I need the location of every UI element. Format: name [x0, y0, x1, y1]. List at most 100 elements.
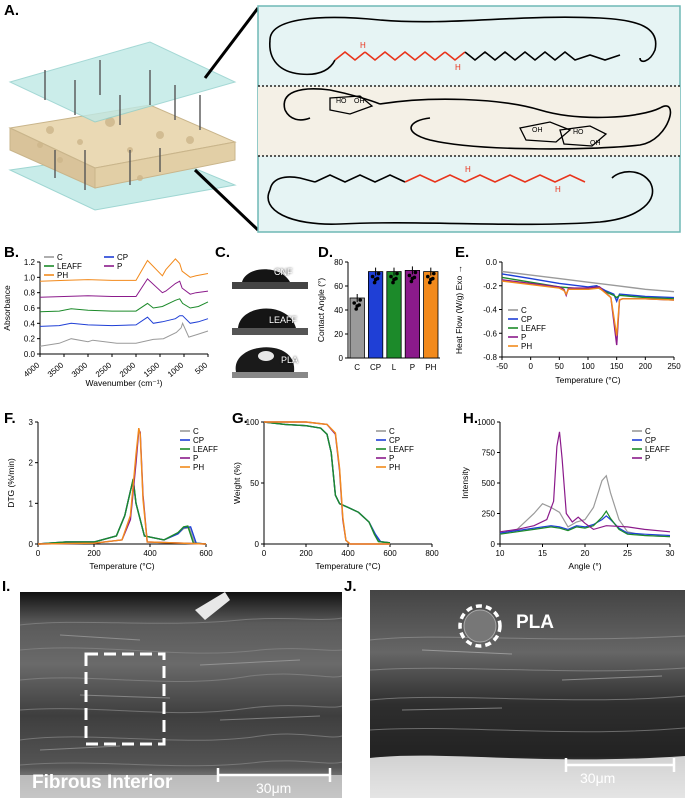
- y-axis-label: Weight (%): [232, 462, 242, 504]
- y-tick-label: 100: [246, 418, 260, 427]
- y-tick-label: 3: [29, 418, 34, 427]
- x-tick-label: 600: [383, 549, 397, 558]
- y-tick-label: 1000: [477, 418, 495, 427]
- data-point: [409, 279, 414, 284]
- series-line-cp: [501, 273, 675, 304]
- x-axis-label: Temperature (°C): [89, 561, 154, 571]
- legend-label-c: C: [193, 427, 199, 436]
- x-tick-label: 200: [87, 549, 101, 558]
- x-tick-label: 10: [496, 549, 505, 558]
- y-tick-label: 0: [491, 540, 496, 549]
- y-tick-label: 0.2: [24, 335, 36, 344]
- y-tick-label: 0.8: [24, 289, 36, 298]
- data-point: [428, 280, 432, 285]
- legend-label-ph: PH: [389, 463, 400, 472]
- series-line-c: [37, 478, 207, 545]
- y-tick-label: 50: [250, 479, 259, 488]
- y-tick-label: -0.8: [483, 353, 497, 362]
- bar-ph: [423, 271, 439, 359]
- data-point: [395, 271, 399, 276]
- panel-label-b: B.: [4, 244, 19, 261]
- legend-label-cp: CP: [645, 436, 656, 445]
- sem-image-j: [369, 590, 685, 798]
- x-tick-label: 100: [581, 362, 595, 371]
- droplet-label-leaff: LEAFF: [269, 315, 298, 325]
- y-axis-label: Contact Angle (°): [316, 278, 326, 343]
- series-line-leaff: [263, 421, 391, 544]
- y-axis-label: Absorbance: [2, 285, 12, 331]
- data-point: [391, 280, 395, 285]
- series-line-p: [39, 278, 209, 298]
- svg-text:H: H: [360, 41, 366, 50]
- x-axis-label: Wavenumber (cm⁻¹): [86, 378, 163, 388]
- x-tick-label: 500: [193, 360, 209, 376]
- svg-text:H: H: [465, 165, 471, 174]
- legend-label-c: C: [57, 253, 63, 262]
- sem-scale-label-j: 30μm: [580, 770, 616, 786]
- legend-label-leaff: LEAFF: [389, 445, 414, 454]
- y-tick-label: -0.2: [483, 282, 497, 291]
- panel-label-i: I.: [2, 578, 11, 595]
- legend-label-p: P: [645, 454, 650, 463]
- x-tick-label: 1500: [142, 360, 162, 379]
- data-point: [375, 276, 380, 281]
- sem-label-fibrous-interior: Fibrous Interior: [32, 772, 173, 793]
- legend-label-p: P: [389, 454, 394, 463]
- panel-label-h: H.: [463, 410, 478, 427]
- series-line-c: [501, 270, 675, 293]
- series-line-cp: [37, 480, 207, 545]
- legend-label-c: C: [389, 427, 395, 436]
- data-point: [370, 274, 375, 279]
- x-tick-label: 0: [262, 549, 267, 558]
- y-tick-label: -0.6: [483, 329, 497, 338]
- data-point: [358, 298, 362, 302]
- scale-bar-i: [216, 768, 332, 782]
- svg-text:H: H: [555, 185, 561, 194]
- legend-label-cp: CP: [117, 253, 128, 262]
- x-tick-label: 400: [341, 549, 355, 558]
- legend-label-c: C: [645, 427, 651, 436]
- legend-label-p: P: [117, 262, 122, 271]
- x-tick-label: 50: [555, 362, 564, 371]
- series-line-ph: [39, 258, 209, 282]
- series-line-leaff: [39, 298, 209, 313]
- x-tick-label: 0: [36, 549, 41, 558]
- data-point: [394, 276, 398, 281]
- x-tick-label: 3500: [46, 360, 66, 379]
- x-tick-label: 20: [581, 549, 590, 558]
- x-tick-label: P: [410, 363, 415, 372]
- x-tick-label: PH: [425, 363, 436, 372]
- data-point: [357, 303, 361, 307]
- legend-label-ph: PH: [521, 342, 532, 351]
- scale-bar-j: [564, 758, 676, 772]
- series-line-p: [37, 428, 207, 545]
- data-point: [431, 276, 435, 281]
- legend-label-cp: CP: [389, 436, 400, 445]
- x-tick-label: 200: [299, 549, 313, 558]
- sem-label-pla: PLA: [516, 612, 554, 633]
- composite-layers-illustration: [8, 7, 260, 232]
- x-tick-label: 250: [667, 362, 681, 371]
- data-point: [407, 273, 412, 278]
- x-tick-label: C: [354, 363, 360, 372]
- svg-text:OH: OH: [354, 98, 365, 105]
- bar-p: [404, 269, 420, 359]
- y-tick-label: -0.4: [483, 306, 497, 315]
- panel-label-d: D.: [318, 244, 333, 261]
- y-tick-label: 0.4: [24, 319, 36, 328]
- legend-label-cp: CP: [521, 315, 532, 324]
- legend-label-c: C: [521, 306, 527, 315]
- x-tick-label: 4000: [22, 360, 42, 379]
- sem-image-i: [19, 592, 342, 798]
- y-tick-label: 250: [482, 510, 496, 519]
- series-line-cp: [39, 315, 209, 327]
- y-tick-label: 1: [29, 499, 34, 508]
- y-axis-label: DTG (%/min): [6, 458, 16, 508]
- x-tick-label: 2000: [118, 360, 138, 379]
- y-tick-label: 1.2: [24, 258, 36, 267]
- panel-label-c: C.: [215, 244, 230, 261]
- x-tick-label: -50: [496, 362, 508, 371]
